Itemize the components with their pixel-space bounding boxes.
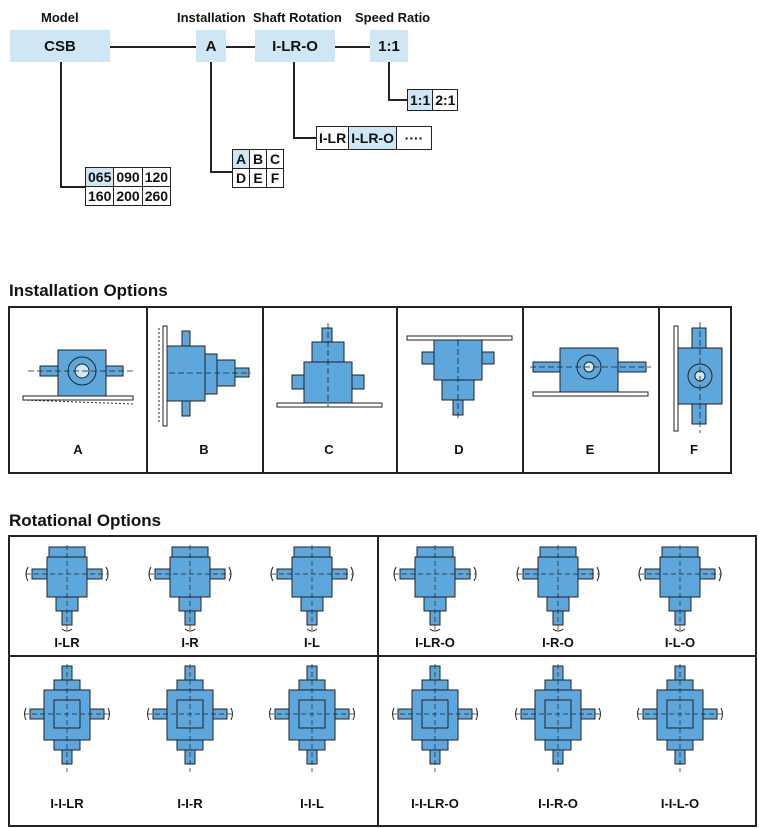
rotation-option: I-LR: [315, 126, 350, 150]
gearbox-mount-d-diagram: [406, 335, 513, 421]
model-option: 260: [141, 186, 172, 206]
gearbox-mount-f-diagram: [673, 322, 723, 433]
connector-line: [110, 46, 196, 48]
installation-value: A: [196, 30, 226, 62]
divider: [377, 537, 379, 825]
model-option: 120: [141, 167, 172, 187]
rotation-option-label: I-I-L: [300, 796, 324, 811]
rotational-options-title: Rotational Options: [9, 511, 162, 530]
connector-line: [388, 99, 408, 101]
divider: [396, 308, 398, 472]
installation-letter: F: [266, 168, 284, 188]
rotation-gearbox-diagram: [25, 545, 109, 632]
rotation-gearbox-diagram: [148, 545, 232, 632]
connector-line: [60, 186, 85, 188]
connector-line: [293, 137, 317, 139]
shaft-rotation-header: Shaft Rotation: [253, 10, 342, 25]
installation-label-d: D: [454, 442, 464, 457]
connector-line: [60, 62, 62, 187]
model-option: 065: [84, 167, 115, 187]
rotation-option-label: I-L-O: [664, 635, 696, 650]
rotation-option-label: I-I-L-O: [660, 796, 700, 811]
rotation-gearbox-diagram: [269, 664, 355, 772]
gearbox-mount-c-diagram: [276, 323, 383, 408]
installation-label-a: A: [73, 442, 83, 457]
rotation-gearbox-diagram: [515, 664, 601, 772]
model-header: Model: [41, 10, 79, 25]
rotation-gearbox-diagram: [638, 545, 722, 632]
divider: [10, 655, 755, 657]
gearbox-mount-e-diagram: [530, 347, 651, 397]
rotation-option-label: I-I-R: [177, 796, 203, 811]
installation-letter: C: [266, 149, 284, 169]
installation-letter: D: [232, 168, 250, 188]
rotation-gearbox-diagram: [270, 545, 354, 632]
divider: [658, 308, 660, 472]
gearbox-mount-b-diagram: [158, 325, 251, 427]
speed-ratio-header: Speed Ratio: [355, 10, 431, 25]
installation-header: Installation: [177, 10, 246, 25]
ratio-option: 1:1: [406, 89, 434, 111]
model-value: CSB: [10, 30, 110, 62]
rotation-option-label: I-I-R-O: [538, 796, 578, 811]
rotation-gearbox-diagram: [637, 664, 723, 772]
divider: [262, 308, 264, 472]
rotation-option-label: I-R: [181, 635, 199, 650]
rotation-gearbox-diagram: [393, 545, 477, 632]
installation-options-panel: A B C D: [8, 306, 732, 474]
model-option: 160: [84, 186, 115, 206]
rotation-gearbox-diagram: [516, 545, 600, 632]
model-option: 200: [113, 186, 143, 206]
divider: [522, 308, 524, 472]
ratio-options-table: 1:1 2:1: [406, 89, 459, 111]
installation-letter: B: [249, 149, 267, 169]
ratio-option: 2:1: [432, 89, 459, 111]
connector-line: [335, 46, 370, 48]
model-options-table: 065 090 120 160 200 260: [84, 167, 172, 206]
installation-label-f: F: [690, 442, 698, 457]
model-option: 090: [113, 167, 143, 187]
installation-label-e: E: [585, 442, 595, 457]
rotation-option-label: I-LR: [54, 635, 80, 650]
rotation-option-label: I-L: [304, 635, 320, 650]
connector-line: [388, 62, 390, 100]
shaft-rotation-value: I-LR-O: [255, 30, 335, 62]
rotation-gearbox-diagram: [24, 664, 110, 772]
rotation-option-more: ····: [395, 126, 432, 150]
connector-line: [210, 62, 212, 172]
rotation-option-label: I-I-LR: [50, 796, 84, 811]
rotation-option-label: I-I-LR-O: [411, 796, 459, 811]
connector-line: [293, 62, 295, 138]
rotation-option-label: I-R-O: [542, 635, 574, 650]
installation-letter: E: [249, 168, 267, 188]
rotational-options-panel: I-LR I-R I-L I-LR-O I-R-O I-L-O I-I-LR I-I-R I-I…: [8, 535, 757, 827]
speed-ratio-value: 1:1: [370, 30, 408, 62]
installation-label-c: C: [324, 442, 334, 457]
installation-options-title: Installation Options: [9, 281, 168, 300]
installation-letters-table: A B C D E F: [232, 149, 284, 188]
rotation-option: I-LR-O: [348, 126, 397, 150]
rotation-options-table: I-LR I-LR-O ····: [315, 126, 432, 150]
connector-line: [210, 171, 233, 173]
rotation-gearbox-diagram: [147, 664, 233, 772]
installation-letter: A: [232, 149, 250, 169]
installation-label-b: B: [199, 442, 209, 457]
gearbox-mount-a-diagram: [22, 349, 136, 405]
divider: [146, 308, 148, 472]
connector-line: [226, 46, 255, 48]
rotation-option-label: I-LR-O: [415, 635, 455, 650]
rotation-gearbox-diagram: [392, 664, 478, 772]
